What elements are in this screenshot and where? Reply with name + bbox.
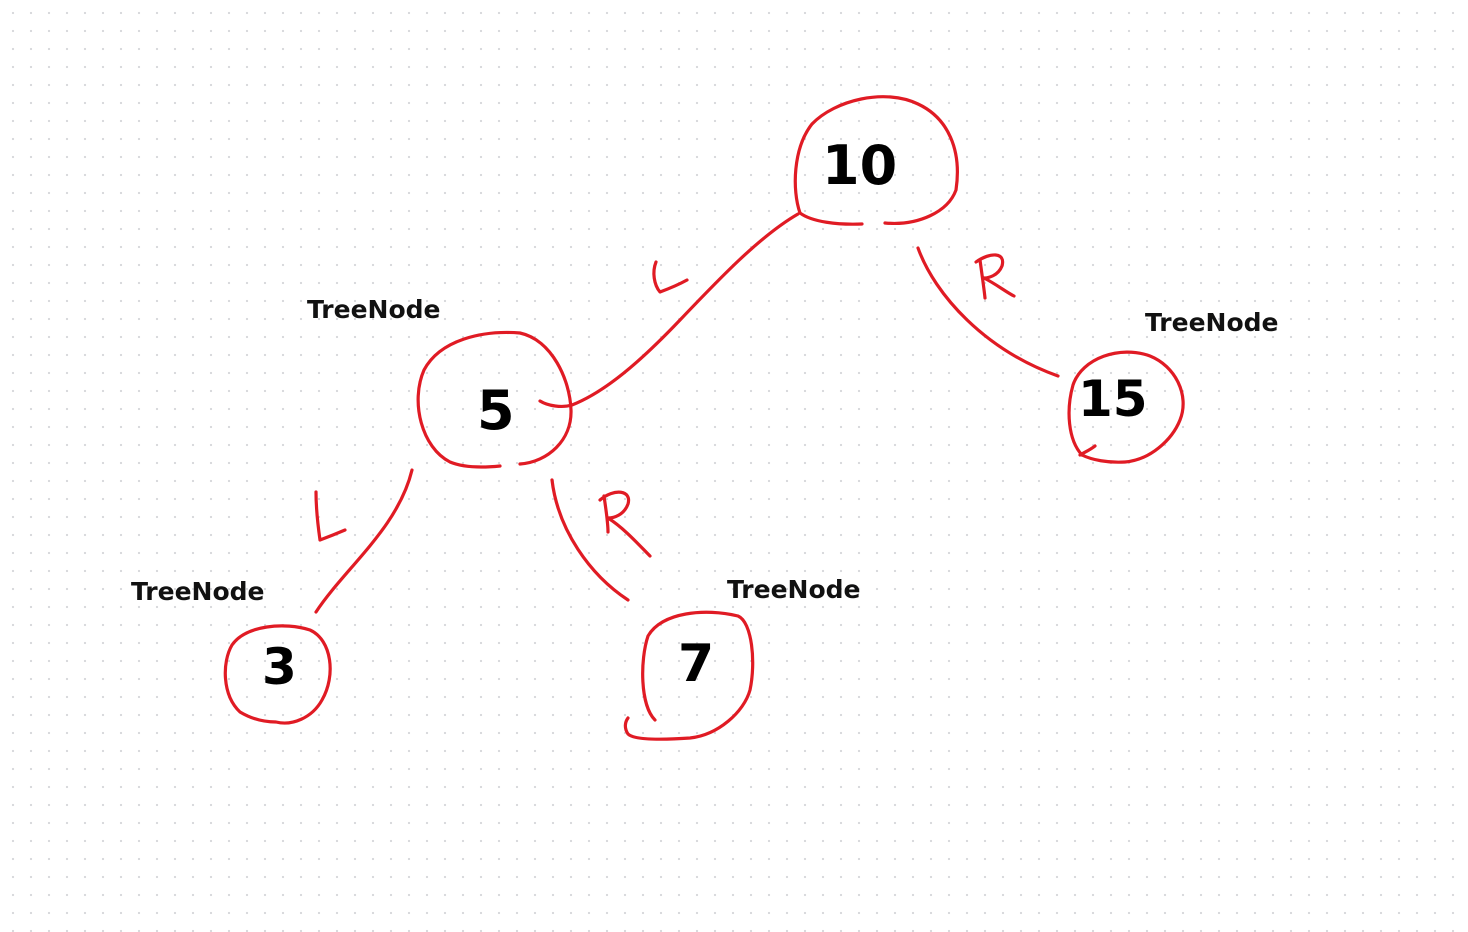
node-value-left-left: 3	[262, 638, 297, 696]
node-value-left-right: 7	[678, 634, 715, 694]
node-circle-left	[416, 330, 573, 469]
node-circle-root	[793, 95, 959, 226]
edge-label-left-left-glyph	[314, 490, 347, 542]
node-circle-right	[1067, 350, 1185, 464]
type-label-right: TreeNode	[1145, 308, 1279, 337]
edge-root-right	[916, 246, 1060, 378]
node-value-right: 15	[1078, 370, 1148, 428]
node-circle-left-right	[623, 610, 755, 741]
edge-label-root-right-glyph	[974, 253, 1016, 300]
edge-label-left-right-glyph	[598, 490, 652, 558]
node-value-root: 10	[822, 134, 898, 197]
edge-root-left	[538, 212, 800, 408]
type-label-left-right: TreeNode	[727, 575, 861, 604]
type-label-left: TreeNode	[307, 295, 441, 324]
edge-left-left-left	[314, 468, 414, 614]
node-circle-left-left	[223, 624, 332, 725]
type-label-left-left: TreeNode	[131, 577, 265, 606]
edge-label-root-left-glyph	[652, 260, 689, 294]
edge-left-left-right	[550, 478, 630, 602]
node-value-left: 5	[477, 379, 515, 442]
